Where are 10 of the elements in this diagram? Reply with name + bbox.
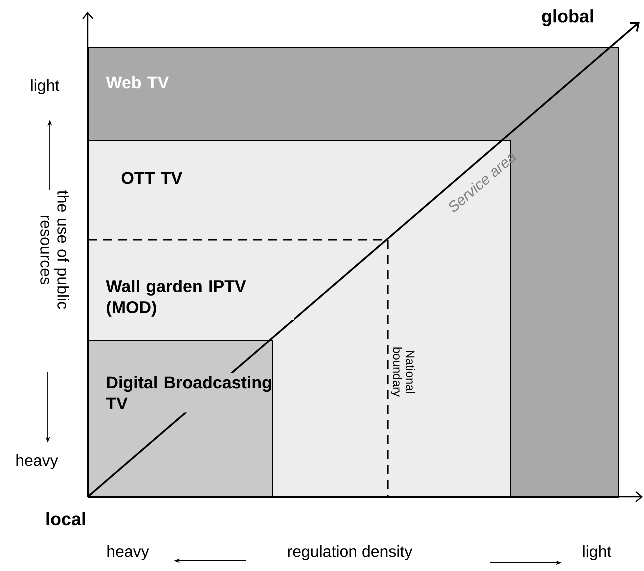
boundary-label: National boundary	[390, 348, 416, 397]
axis-end-label: heavy	[16, 454, 58, 470]
local-label: local	[46, 512, 86, 526]
axis-title: regulation density	[288, 546, 413, 560]
global-label: global	[542, 10, 594, 26]
axis-end-label: heavy	[108, 546, 150, 560]
axis-end-label: light	[31, 80, 60, 94]
axis-end-label: light	[583, 546, 612, 560]
broadcasting-box: Digital Broadcasting TV	[88, 340, 274, 498]
axis-title: the use of public resources	[40, 190, 70, 310]
